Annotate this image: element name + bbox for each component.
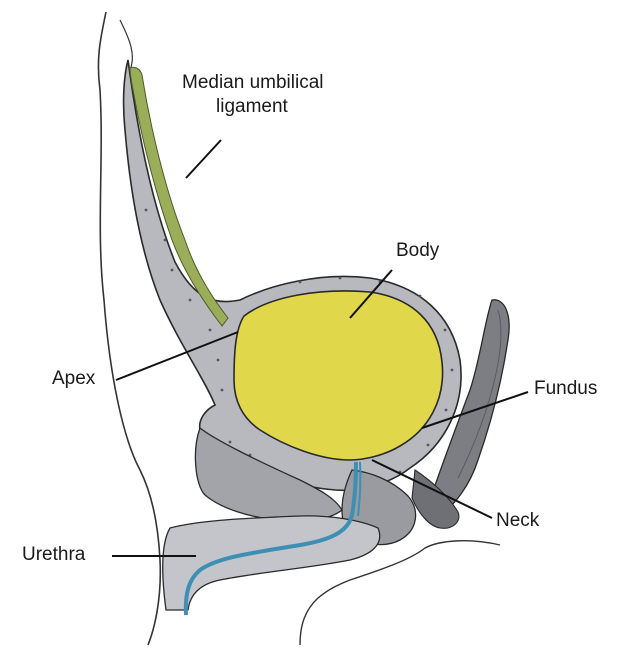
leader-median-umbilical-ligament — [186, 140, 221, 178]
label-apex: Apex — [52, 368, 95, 390]
skin-fold-line — [120, 20, 132, 70]
label-neck: Neck — [496, 510, 539, 532]
urethral-sheath — [163, 516, 380, 610]
label-median-umbilical-ligament-line2: ligament — [216, 96, 288, 118]
label-urethra: Urethra — [22, 544, 85, 566]
label-body: Body — [396, 240, 439, 262]
label-fundus: Fundus — [534, 378, 597, 400]
label-median-umbilical-ligament-line1: Median umbilical — [182, 72, 324, 94]
